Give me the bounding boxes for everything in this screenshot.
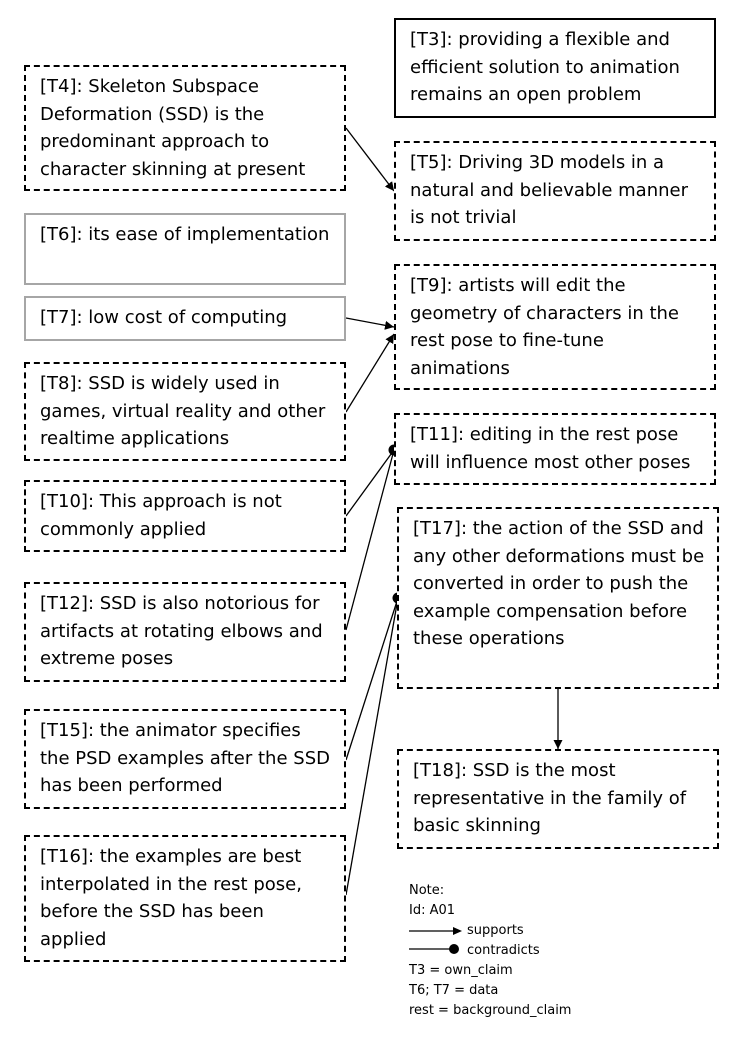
node-t3: [T3]: providing a flexible and efficient… bbox=[394, 18, 716, 118]
node-t9: [T9]: artists will edit the geometry of … bbox=[394, 264, 716, 390]
node-t12: [T12]: SSD is also notorious for artifac… bbox=[24, 582, 346, 682]
note-data: T6; T7 = data bbox=[409, 983, 499, 998]
node-t10: [T10]: This approach is not commonly app… bbox=[24, 480, 346, 552]
legend-note: Note: Id: A01 supports contradicts T3 = … bbox=[409, 881, 609, 1021]
node-t4: [T4]: Skeleton Subspace Deformation (SSD… bbox=[24, 65, 346, 191]
edge-t8-supports-t9 bbox=[345, 333, 395, 413]
edge-t15-contradicts-t17 bbox=[345, 597, 399, 761]
edge-t7-supports-t9 bbox=[345, 317, 395, 330]
node-t16: [T16]: the examples are best interpolate… bbox=[24, 835, 346, 962]
note-own-claim: T3 = own_claim bbox=[409, 963, 513, 978]
node-t7: [T7]: low cost of computing bbox=[24, 296, 346, 341]
supports-arrow-icon bbox=[409, 927, 462, 935]
legend-contradicts: contradicts bbox=[409, 941, 609, 961]
node-t11: [T11]: editing in the rest pose will inf… bbox=[394, 413, 716, 485]
contradicts-dot-icon bbox=[409, 944, 459, 954]
legend-contradicts-label: contradicts bbox=[467, 943, 540, 958]
note-rest: rest = background_claim bbox=[409, 1003, 572, 1018]
edge-t4-supports-t5 bbox=[345, 127, 395, 192]
edge-t10-contradicts-t11 bbox=[345, 449, 395, 517]
note-title: Note: bbox=[409, 883, 445, 898]
node-t5: [T5]: Driving 3D models in a natural and… bbox=[394, 141, 716, 241]
node-t6: [T6]: its ease of implementation bbox=[24, 213, 346, 285]
edge-t16-contradicts-t17 bbox=[345, 597, 399, 896]
edge-t12-contradicts-t11 bbox=[345, 449, 395, 631]
legend-supports: supports bbox=[409, 921, 609, 941]
node-t15: [T15]: the animator specifies the PSD ex… bbox=[24, 709, 346, 809]
node-t18: [T18]: SSD is the most representative in… bbox=[397, 749, 719, 849]
legend-supports-label: supports bbox=[467, 923, 524, 938]
note-id: Id: A01 bbox=[409, 903, 456, 918]
node-t17: [T17]: the action of the SSD and any oth… bbox=[397, 507, 719, 689]
node-t8: [T8]: SSD is widely used in games, virtu… bbox=[24, 362, 346, 461]
